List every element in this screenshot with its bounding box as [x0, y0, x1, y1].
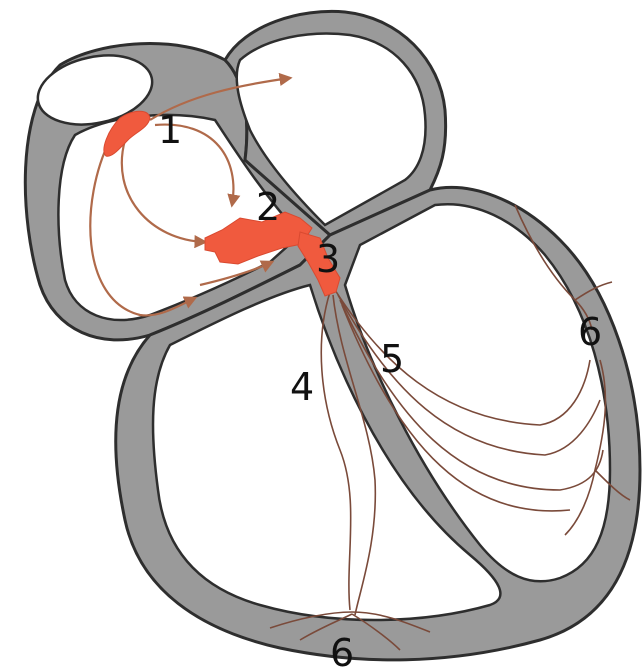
label-3: 3 — [316, 237, 340, 281]
label-2: 2 — [256, 185, 280, 229]
label-6-right: 6 — [578, 310, 602, 354]
label-1: 1 — [158, 108, 182, 152]
label-5: 5 — [380, 337, 404, 381]
label-4: 4 — [290, 365, 314, 409]
label-6-bottom: 6 — [330, 631, 354, 671]
